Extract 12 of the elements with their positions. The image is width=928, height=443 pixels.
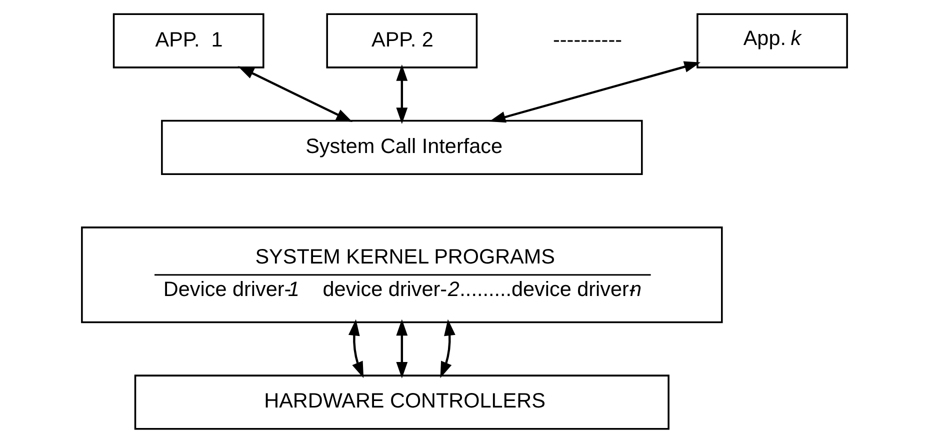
arrow [396,64,408,124]
label: ---------- [552,28,622,52]
node-box: System Call Interface [160,120,642,175]
arrow [440,319,455,378]
node-box: App. k [696,13,848,68]
arrow [237,66,352,122]
node-box: APP. 1 [112,13,264,68]
node-box: APP. 2 [326,13,478,68]
arrow [348,319,364,378]
arrow [488,61,700,123]
arrow [396,319,408,378]
node-box: HARDWARE CONTROLLERS [134,374,669,430]
